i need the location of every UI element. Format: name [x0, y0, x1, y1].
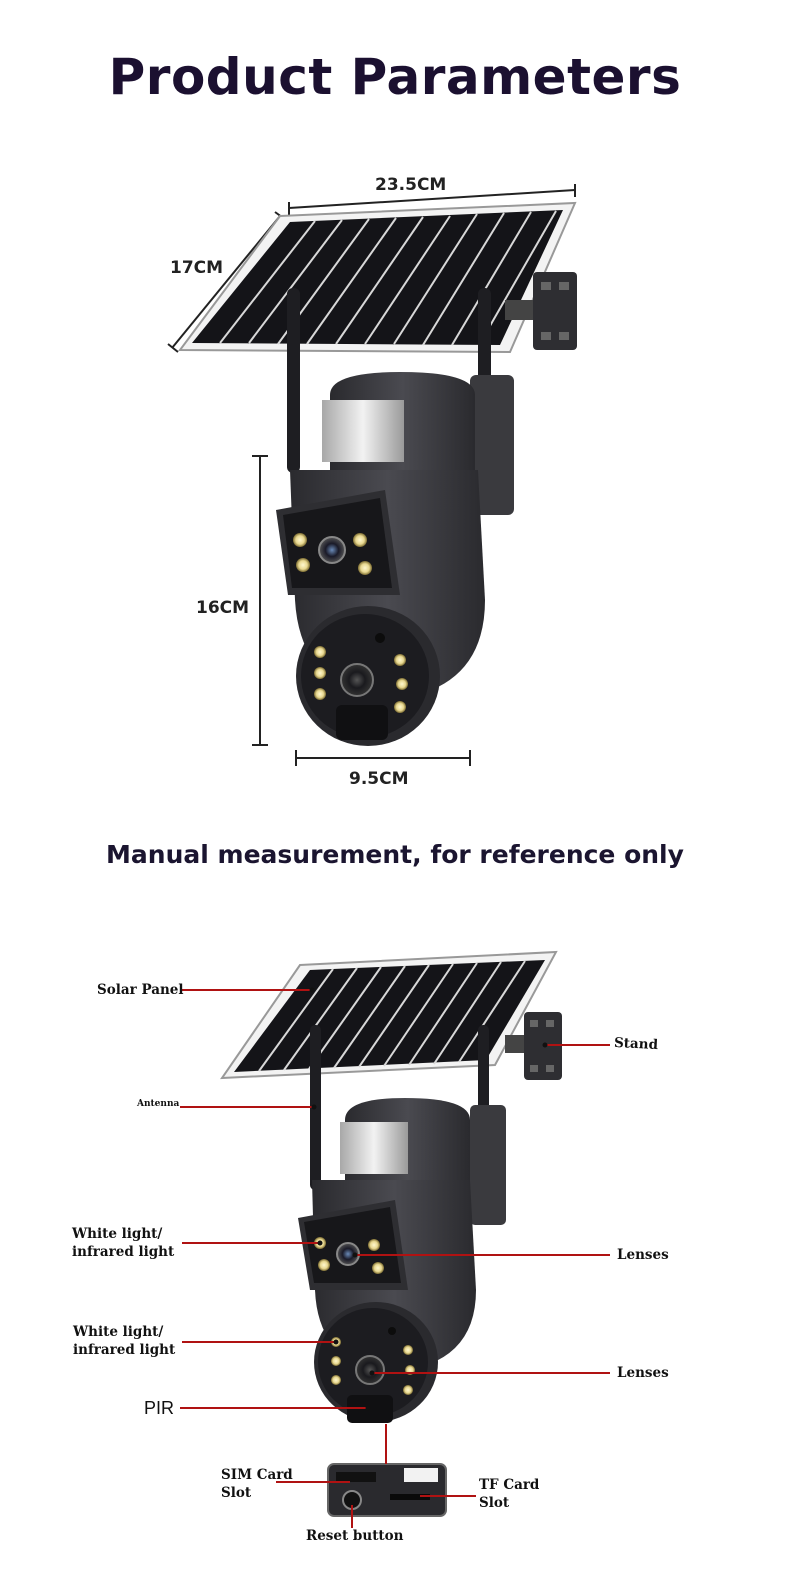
solar-panel-label: Solar Panel — [97, 982, 184, 998]
sim-card-slot-label: SIM Card Slot — [221, 1467, 293, 1501]
lenses-label-upper: Lenses — [617, 1247, 669, 1263]
depth-dimension-label: 17CM — [170, 258, 224, 278]
dimension-lines — [167, 184, 576, 766]
antenna-label: Antenna — [137, 1099, 180, 1109]
height-dimension-label: 16CM — [196, 598, 250, 618]
lenses-label-lower: Lenses — [617, 1365, 669, 1381]
stand-label: Stand — [613, 1034, 659, 1054]
white-light-label-lower: White light/ infrared light — [73, 1324, 176, 1358]
bottom-camera-illustration — [220, 950, 562, 1517]
measurement-note: Manual measurement, for reference only — [106, 840, 684, 869]
reset-button-label: Reset button — [306, 1528, 404, 1544]
top-camera-illustration — [167, 184, 577, 766]
tf-card-slot-label: TF Card Slot — [479, 1477, 540, 1511]
pir-label: PIR — [144, 1398, 175, 1418]
page-title: Product Parameters — [108, 48, 682, 106]
callout-leader-lines — [180, 989, 610, 1528]
white-light-label-upper: White light/ infrared light — [72, 1226, 175, 1260]
width-dimension-label: 23.5CM — [375, 175, 447, 195]
camera-width-dimension-label: 9.5CM — [349, 769, 409, 789]
